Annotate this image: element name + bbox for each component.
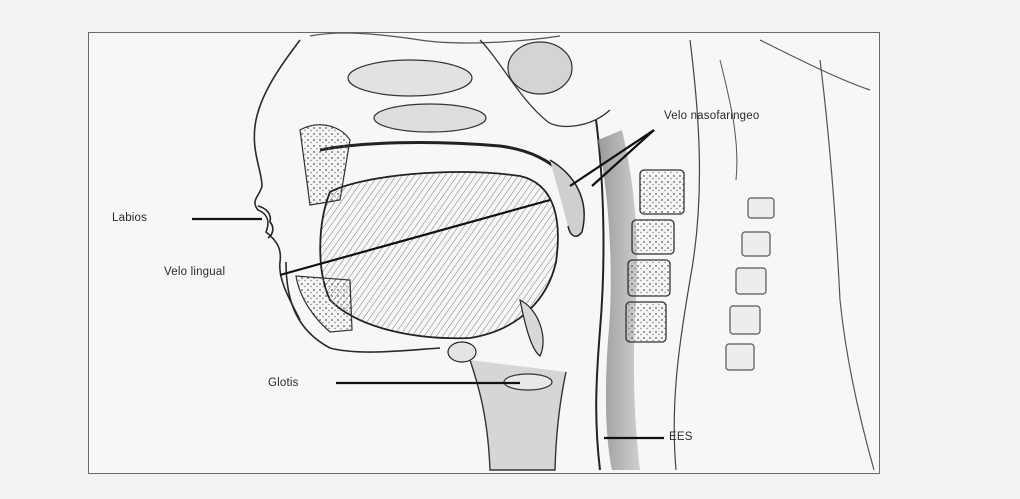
label-velo-nasofaringeo: Velo nasofaringeo: [664, 109, 804, 123]
vertebra-4: [626, 302, 666, 342]
vertebra-1: [640, 170, 684, 214]
adenoid: [508, 42, 572, 94]
skull-top: [310, 33, 560, 43]
nasal-concha-1: [348, 60, 472, 96]
label-ees: EES: [669, 430, 693, 444]
vertebra-2: [632, 220, 674, 254]
spinal-processes: [726, 198, 774, 370]
vertebra-3: [628, 260, 670, 296]
label-glotis: Glotis: [268, 376, 299, 390]
epiglottis: [520, 300, 543, 356]
label-velo-lingual: Velo lingual: [164, 265, 225, 279]
spinal-cord-outline: [674, 40, 699, 470]
hyoid: [448, 342, 476, 362]
nasal-concha-2: [374, 104, 486, 132]
label-labios: Labios: [112, 211, 147, 225]
neck-back-outline: [820, 60, 874, 470]
pharynx-posterior-wall: [596, 120, 603, 470]
face-profile: [254, 40, 300, 320]
occipital-outline: [760, 40, 870, 90]
airway-column: [598, 130, 640, 470]
mandible: [296, 276, 352, 332]
